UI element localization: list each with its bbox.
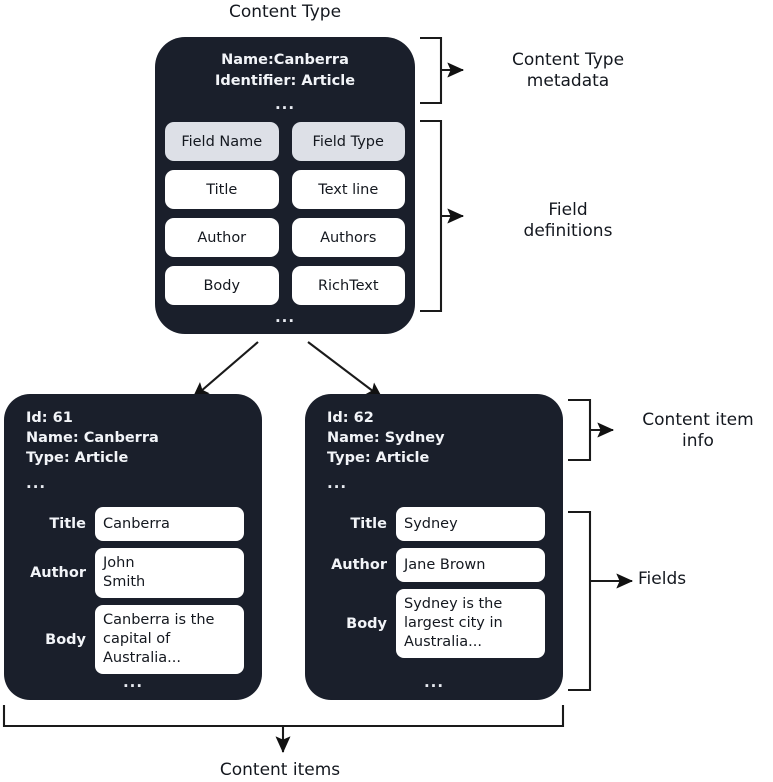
field-type-cell[interactable]: RichText [291, 266, 405, 305]
annotation-field-definitions: Field definitions [523, 200, 613, 241]
field-value-body[interactable]: Sydney is the largest city in Australia.… [396, 589, 545, 658]
content-item-info-text: Id: 62 Name: Sydney Type: Article [327, 410, 445, 466]
content-item-card-sydney[interactable]: Id: 62 Name: Sydney Type: Article ... Ti… [305, 394, 563, 700]
page-title: Content Type [228, 2, 342, 22]
list-item: Title Canberra [18, 507, 244, 541]
content-item-fields: Title Canberra Author John Smith Body Ca… [18, 507, 244, 674]
content-item-fields: Title Sydney Author Jane Brown Body Sydn… [319, 507, 545, 658]
table-row: Author Authors [165, 218, 405, 257]
table-header-row: Field Name Field Type [165, 122, 405, 161]
bracket-fields [568, 510, 634, 692]
list-item: Body Canberra is the capital of Australi… [18, 605, 244, 674]
table-row: Title Text line [165, 170, 405, 209]
content-item-card-canberra[interactable]: Id: 61 Name: Canberra Type: Article ... … [4, 394, 262, 700]
field-definitions-table: Field Name Field Type Title Text line Au… [165, 122, 405, 305]
field-name-cell[interactable]: Body [165, 266, 279, 305]
bracket-content-items [2, 705, 565, 754]
content-item-info-ellipsis: ... [327, 474, 348, 492]
field-label-title: Title [49, 516, 86, 532]
content-item-fields-ellipsis: ... [423, 673, 445, 691]
bracket-content-type-metadata [420, 36, 465, 105]
field-label-author: Author [331, 557, 387, 573]
annotation-content-items: Content items [219, 760, 341, 780]
arrow-to-item-2 [307, 341, 383, 399]
content-type-metadata-ellipsis: ... [274, 95, 296, 113]
field-type-cell[interactable]: Text line [291, 170, 405, 209]
field-label-body: Body [346, 615, 387, 632]
column-header-field-name[interactable]: Field Name [165, 122, 279, 161]
table-row: Body RichText [165, 266, 405, 305]
arrow-to-item-1 [192, 341, 259, 399]
field-value-author[interactable]: John Smith [95, 548, 244, 598]
field-name-cell[interactable]: Title [165, 170, 279, 209]
bracket-field-definitions [420, 119, 465, 313]
list-item: Body Sydney is the largest city in Austr… [319, 589, 545, 658]
field-value-title[interactable]: Canberra [95, 507, 244, 541]
field-name-cell[interactable]: Author [165, 218, 279, 257]
annotation-content-type-metadata: Content Type metadata [511, 50, 625, 91]
field-label-author: Author [30, 565, 86, 581]
annotation-content-item-info: Content item info [642, 410, 754, 451]
annotation-fields: Fields [638, 569, 687, 589]
content-type-card[interactable]: Name:Canberra Identifier: Article ... Fi… [155, 37, 415, 334]
field-type-cell[interactable]: Authors [291, 218, 405, 257]
field-label-body: Body [45, 631, 86, 648]
content-type-fields-ellipsis: ... [274, 308, 296, 326]
field-value-author[interactable]: Jane Brown [396, 548, 545, 582]
field-value-title[interactable]: Sydney [396, 507, 545, 541]
field-label-title: Title [350, 516, 387, 532]
list-item: Author John Smith [18, 548, 244, 598]
content-item-fields-ellipsis: ... [122, 673, 144, 691]
content-item-info-text: Id: 61 Name: Canberra Type: Article [26, 410, 159, 466]
content-item-info-ellipsis: ... [26, 474, 47, 492]
list-item: Title Sydney [319, 507, 545, 541]
list-item: Author Jane Brown [319, 548, 545, 582]
bracket-content-item-info [568, 398, 615, 462]
column-header-field-type[interactable]: Field Type [291, 122, 405, 161]
field-value-body[interactable]: Canberra is the capital of Australia... [95, 605, 244, 674]
content-type-metadata-text: Name:Canberra Identifier: Article [214, 52, 356, 89]
